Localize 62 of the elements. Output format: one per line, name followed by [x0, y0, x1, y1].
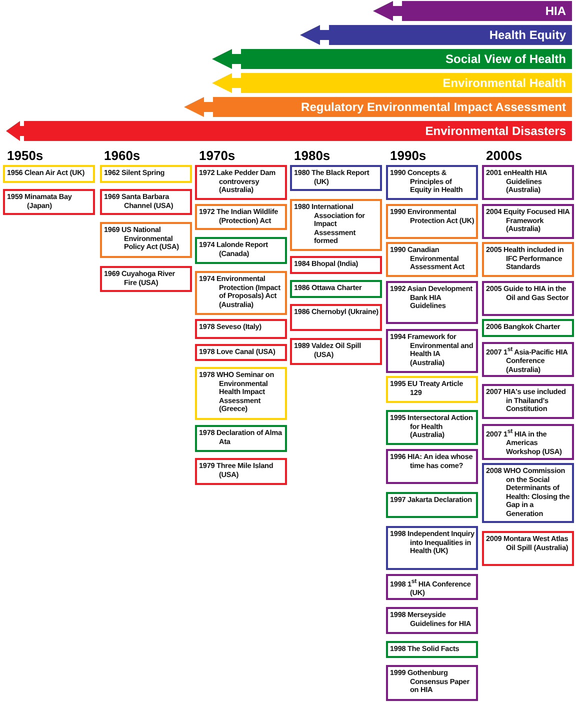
event-box [386, 607, 478, 634]
arrow-banner [6, 121, 572, 141]
event-box [386, 641, 478, 658]
event-box [482, 319, 574, 337]
event-box [290, 338, 382, 365]
event-box [100, 222, 192, 258]
event-box [100, 189, 192, 215]
event-box [195, 319, 287, 339]
event-box [482, 384, 574, 419]
event-box [195, 425, 287, 452]
event-box [386, 329, 478, 373]
event-box [386, 492, 478, 518]
banner-label: Social View of Health [446, 52, 566, 66]
decade-heading: 1960s [104, 148, 140, 163]
event-box [386, 376, 478, 403]
arrow-banner [373, 1, 572, 21]
event-box [386, 526, 478, 570]
decade-heading: 1990s [390, 148, 426, 163]
event-box [195, 165, 287, 200]
event-box [482, 165, 574, 200]
banner-label: HIA [545, 4, 566, 18]
event-box [195, 367, 287, 420]
event-box [386, 449, 478, 484]
event-box [100, 266, 192, 292]
arrow-banner [184, 97, 572, 117]
event-box [482, 281, 574, 316]
event-box [3, 165, 95, 183]
event-box [386, 665, 478, 701]
event-box [386, 204, 478, 239]
event-box [482, 204, 574, 239]
event-box [290, 256, 382, 274]
decade-heading: 1980s [294, 148, 330, 163]
event-box [386, 410, 478, 445]
event-box [482, 342, 574, 377]
event-box [290, 199, 382, 251]
event-box [3, 189, 95, 215]
event-box [386, 574, 478, 600]
event-box [386, 281, 478, 324]
arrow-banner [300, 25, 572, 45]
event-box [386, 242, 478, 277]
event-box [386, 165, 478, 200]
event-box [290, 165, 382, 191]
event-box [290, 304, 382, 331]
arrow-banner [212, 49, 572, 69]
arrow-banner [212, 73, 572, 93]
event-box [195, 271, 287, 315]
decade-heading: 1950s [7, 148, 44, 163]
event-box [482, 531, 574, 566]
event-box [100, 165, 192, 183]
banner-label: Health Equity [489, 28, 566, 42]
event-box [195, 344, 287, 361]
event-box [482, 424, 574, 460]
banner-label: Environmental Disasters [425, 124, 566, 138]
decade-heading: 1970s [199, 148, 236, 163]
event-box [290, 280, 382, 298]
banner-label: Regulatory Environmental Impact Assessment [301, 100, 566, 114]
event-box [195, 237, 287, 264]
event-box [195, 458, 287, 485]
event-box [195, 204, 287, 230]
decade-heading: 2000s [486, 148, 522, 163]
event-box [482, 242, 574, 277]
banner-label: Environmental Health [442, 76, 566, 90]
